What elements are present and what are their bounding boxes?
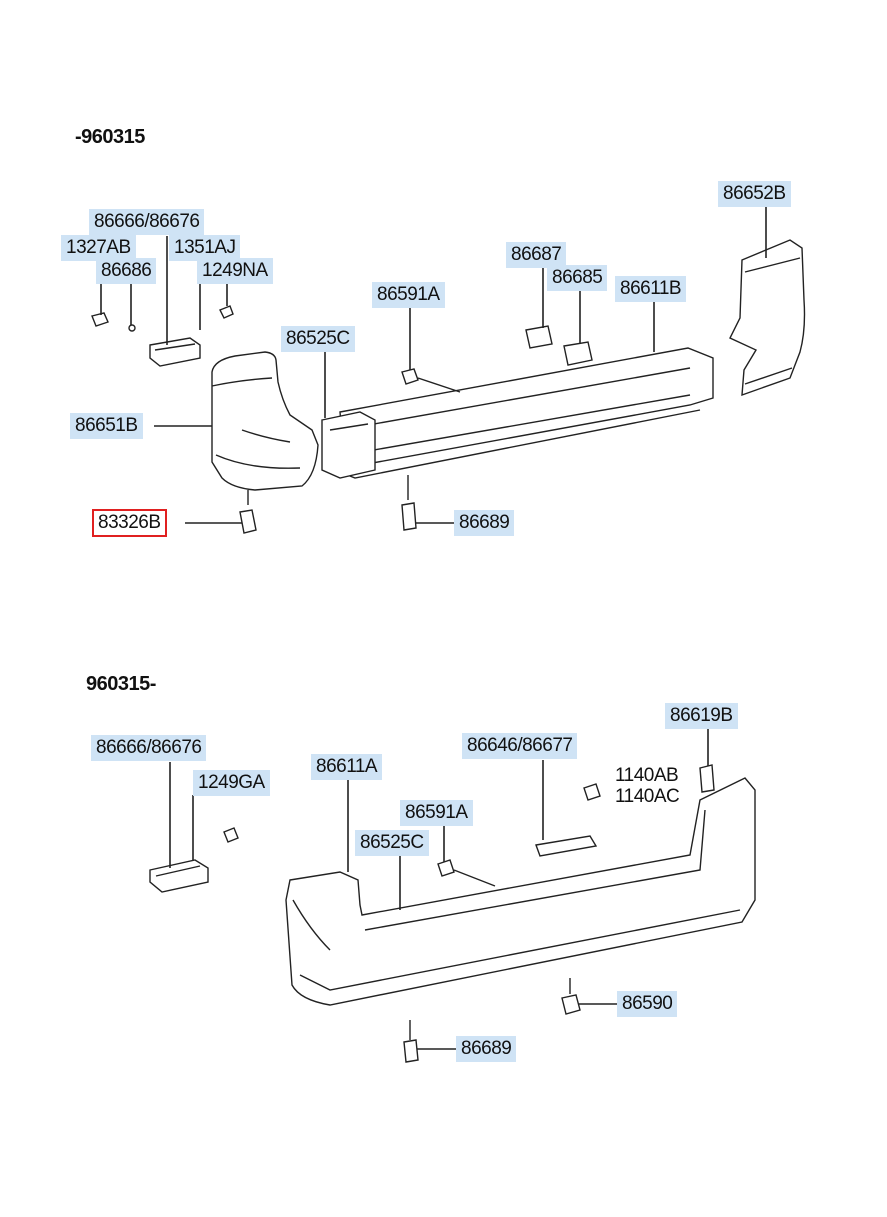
rear-bumper-shape	[285, 777, 756, 1006]
section-header-before: -960315	[75, 126, 145, 148]
part-label-86611B[interactable]: 86611B	[615, 276, 687, 302]
part-label-86686[interactable]: 86686	[96, 258, 157, 284]
part-label-86590[interactable]: 86590	[617, 991, 678, 1017]
part-label-1140AB[interactable]: 1140AB	[615, 765, 679, 786]
part-label-86646-86677[interactable]: 86646/86677	[462, 733, 578, 759]
part-label-86611A[interactable]: 86611A	[311, 754, 383, 780]
leader-lines	[100, 207, 767, 1050]
part-label-1327AB[interactable]: 1327AB	[61, 235, 136, 261]
part-label-86525C[interactable]: 86525C	[355, 830, 429, 856]
part-label-86687[interactable]: 86687	[506, 242, 567, 268]
right-end-cap-shape	[729, 239, 806, 397]
part-label-86652B[interactable]: 86652B	[718, 181, 791, 207]
part-label-86689[interactable]: 86689	[454, 510, 515, 536]
part-label-86525C[interactable]: 86525C	[281, 326, 355, 352]
part-label-86651B[interactable]: 86651B	[70, 413, 143, 439]
part-label-86666-86676[interactable]: 86666/86676	[89, 209, 205, 235]
section-header-after: 960315-	[86, 673, 156, 695]
part-label-86689[interactable]: 86689	[456, 1036, 517, 1062]
part-label-1351AJ[interactable]: 1351AJ	[169, 235, 241, 261]
part-label-86619B[interactable]: 86619B	[665, 703, 738, 729]
part-label-86591A[interactable]: 86591A	[400, 800, 473, 826]
part-label-1249GA[interactable]: 1249GA	[193, 770, 270, 796]
part-label-86591A[interactable]: 86591A	[372, 282, 445, 308]
part-label-1249NA[interactable]: 1249NA	[197, 258, 273, 284]
beam-top-shape	[339, 347, 714, 469]
part-label-86685[interactable]: 86685	[547, 265, 608, 291]
part-label-1140AC[interactable]: 1140AC	[615, 786, 680, 807]
part-label-86666-86676[interactable]: 86666/86676	[91, 735, 207, 761]
part-label-83326B-selected[interactable]: 83326B	[92, 509, 167, 537]
left-end-cap-shape	[211, 351, 319, 491]
